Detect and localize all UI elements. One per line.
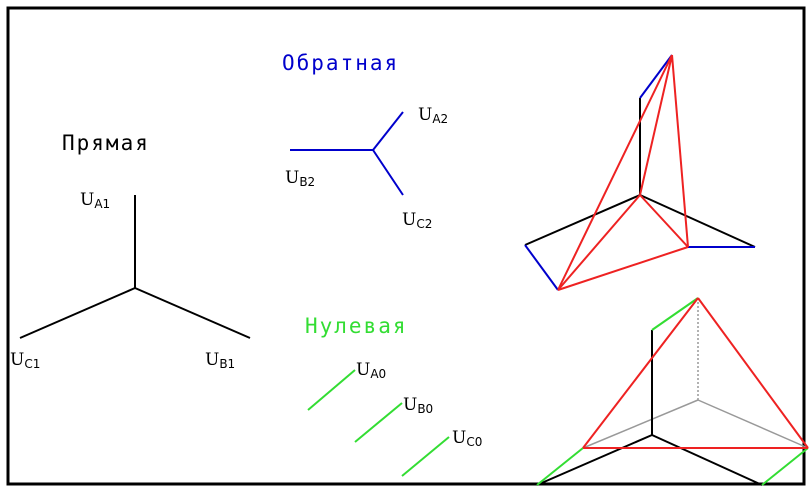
label-ub2: UB2 bbox=[285, 168, 315, 189]
sum1-red-bc bbox=[557, 246, 689, 291]
positive-sequence-group: Прямая UA1 UC1 UB1 bbox=[10, 131, 251, 371]
label-ub0: UB0 bbox=[403, 395, 433, 416]
label-ub1: UB1 bbox=[205, 350, 235, 371]
label-ua0: UA0 bbox=[356, 360, 386, 381]
label-ua2: UA2 bbox=[418, 105, 448, 126]
sum2-green-c bbox=[536, 447, 584, 486]
sum2-black-left bbox=[536, 434, 653, 486]
sum1-red-a bbox=[639, 54, 673, 196]
sum1-red-ca bbox=[557, 54, 673, 291]
label-uc1: UC1 bbox=[10, 350, 40, 371]
negative-sequence-group: Обратная UA2 UB2 UC2 bbox=[282, 51, 448, 231]
negative-sequence-title: Обратная bbox=[282, 51, 399, 75]
label-uc2: UC2 bbox=[402, 210, 432, 231]
zero-sequence-group: Нулевая UA0 UB0 UC0 bbox=[305, 314, 482, 477]
phasor-ua0 bbox=[307, 369, 356, 411]
label-uc0: UC0 bbox=[452, 428, 482, 449]
sum2-hidden-left bbox=[582, 399, 699, 449]
sum2-hidden-right bbox=[697, 399, 809, 449]
sum1-red-b bbox=[639, 194, 689, 248]
sum2-red-ca bbox=[582, 297, 699, 449]
sum2-red-ab bbox=[697, 297, 809, 449]
sum1-black-right bbox=[639, 194, 756, 248]
sum2-green-a bbox=[651, 297, 699, 331]
phasor-ub1 bbox=[134, 287, 251, 339]
frame-border bbox=[6, 6, 806, 486]
sum1-red-c bbox=[557, 194, 641, 291]
sum2-green-b bbox=[761, 447, 809, 486]
sum1-blue-top bbox=[639, 54, 673, 99]
sum1-black-left bbox=[524, 194, 641, 246]
positive-sequence-title: Прямая bbox=[62, 131, 150, 155]
phasor-ua2 bbox=[372, 111, 404, 151]
phasor-uc2 bbox=[372, 149, 404, 196]
sum-diagram-positive-zero bbox=[536, 297, 809, 486]
sum-diagram-positive-negative bbox=[524, 54, 756, 291]
sum2-black-right bbox=[651, 434, 763, 486]
phasor-ub0 bbox=[354, 402, 403, 443]
sum1-red-ab bbox=[671, 54, 689, 248]
phasor-uc0 bbox=[401, 436, 450, 477]
sum1-blue-left bbox=[524, 244, 559, 291]
label-ua1: UA1 bbox=[80, 190, 110, 211]
phasor-uc1 bbox=[19, 287, 136, 339]
zero-sequence-title: Нулевая bbox=[305, 314, 408, 338]
